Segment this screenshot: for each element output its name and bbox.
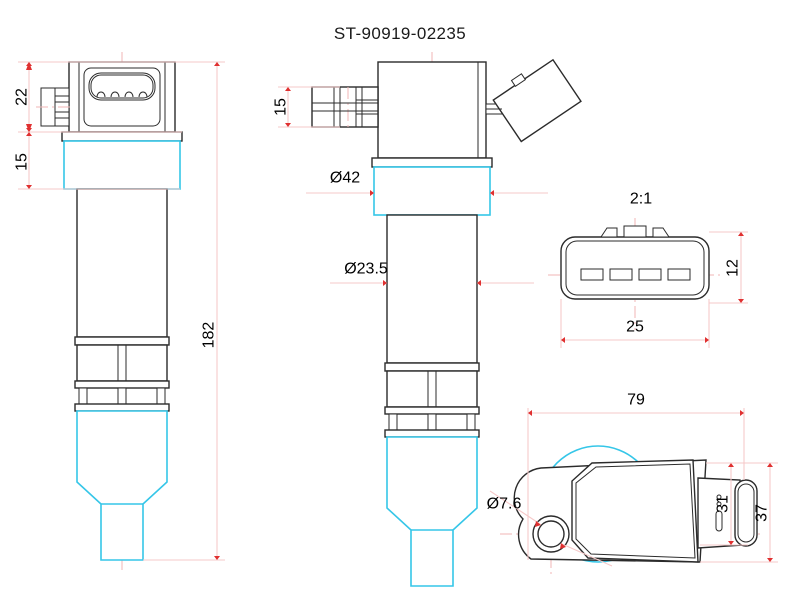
rib-leg-3 (156, 387, 166, 405)
dim-value-25: 25 (626, 319, 644, 336)
dim-value-37: 37 (754, 504, 771, 522)
rib-band-bottom-side (384, 429, 480, 438)
dim-overall-width-top (527, 408, 745, 560)
rib-band-body-side (386, 370, 478, 408)
pin-slot-1 (580, 268, 604, 281)
spark-plug-boot-front (76, 410, 168, 561)
rib-band-mid-side (384, 406, 480, 415)
rib-band-top-side (384, 362, 480, 372)
latch-wing-right (652, 227, 670, 238)
pin-slot-2 (609, 268, 633, 281)
latch-detail-top (54, 95, 70, 103)
coil-flange-plate-side (371, 157, 493, 168)
rib-leg-1 (78, 387, 88, 405)
connector-pin-slots (580, 268, 691, 281)
coil-collar-highlight-side (373, 166, 491, 216)
dim-value-d7-6: Ø7.6 (487, 496, 522, 513)
dim-value-182: 182 (201, 322, 218, 349)
dim-value-31: 31 (715, 495, 732, 513)
dim-mounting-hole-diameter (489, 490, 613, 567)
dim-connector-detail-height (709, 231, 748, 304)
rib-band-mid (74, 380, 170, 389)
rib-band-bottom (74, 403, 170, 412)
dim-body-diameter (330, 280, 534, 286)
view-top-plan: Ø7.6 79 31 (487, 392, 778, 578)
coil-barrel-front (76, 188, 168, 338)
dim-value-22: 22 (14, 88, 31, 106)
rib-leg-2-side (427, 413, 437, 431)
dim-value-79: 79 (627, 392, 645, 409)
dim-side-tab-height (278, 86, 340, 128)
dim-value-15-side: 15 (273, 98, 290, 116)
stub-dot-2 (716, 501, 722, 507)
latch-center-tab (623, 225, 647, 238)
angled-connector-tab (510, 73, 527, 88)
dim-overall-length (143, 61, 225, 561)
dim-value-15-front: 15 (14, 153, 31, 171)
connector-detail-inner (565, 240, 705, 296)
coil-flange-plate (61, 131, 183, 142)
stub-dot-1 (716, 494, 722, 500)
view-connector-detail: 12 25 (548, 218, 748, 348)
dim-flange-diameter (306, 190, 548, 196)
coil-top-body-inner (575, 463, 696, 559)
coil-top-block-side (377, 61, 487, 159)
latch-wing-left (600, 227, 618, 238)
latch-detail-bottom (54, 111, 70, 119)
connector-stub-cap-inner (737, 483, 755, 543)
scale-note: 2:1 (630, 191, 652, 208)
stub-slot (715, 510, 723, 532)
dim-value-d23-5: Ø23.5 (344, 261, 388, 278)
terminal-window-inner (90, 74, 154, 99)
rib-leg-1-side (388, 413, 398, 431)
spark-plug-boot-side (386, 436, 478, 587)
angled-connector-block (485, 58, 582, 143)
dim-value-12: 12 (725, 259, 742, 277)
pin-slot-4 (667, 268, 691, 281)
rib-band-top (74, 336, 170, 346)
terminal-pins-front (96, 91, 148, 98)
coil-barrel-side (386, 214, 478, 364)
view-front-elevation: 22 15 182 (14, 52, 225, 572)
coil-collar-highlight (63, 140, 181, 190)
dim-value-d42: Ø42 (330, 170, 360, 187)
rib-leg-2 (117, 387, 127, 405)
view-side-elevation: 15 Ø42 Ø23.5 (273, 52, 582, 587)
dim-flange-height (18, 132, 180, 190)
dim-overall-depth-top (700, 462, 778, 563)
mounting-hole-inner (537, 520, 565, 548)
side-tab-block (311, 86, 379, 128)
rib-leg-3-side (466, 413, 476, 431)
page-title: ST-90919-02235 (333, 24, 467, 43)
rib-band-body (76, 344, 168, 382)
dim-connector-detail-width (560, 299, 710, 348)
angled-connector-body (492, 58, 582, 143)
pin-slot-3 (638, 268, 662, 281)
dim-connector-height (18, 61, 182, 133)
